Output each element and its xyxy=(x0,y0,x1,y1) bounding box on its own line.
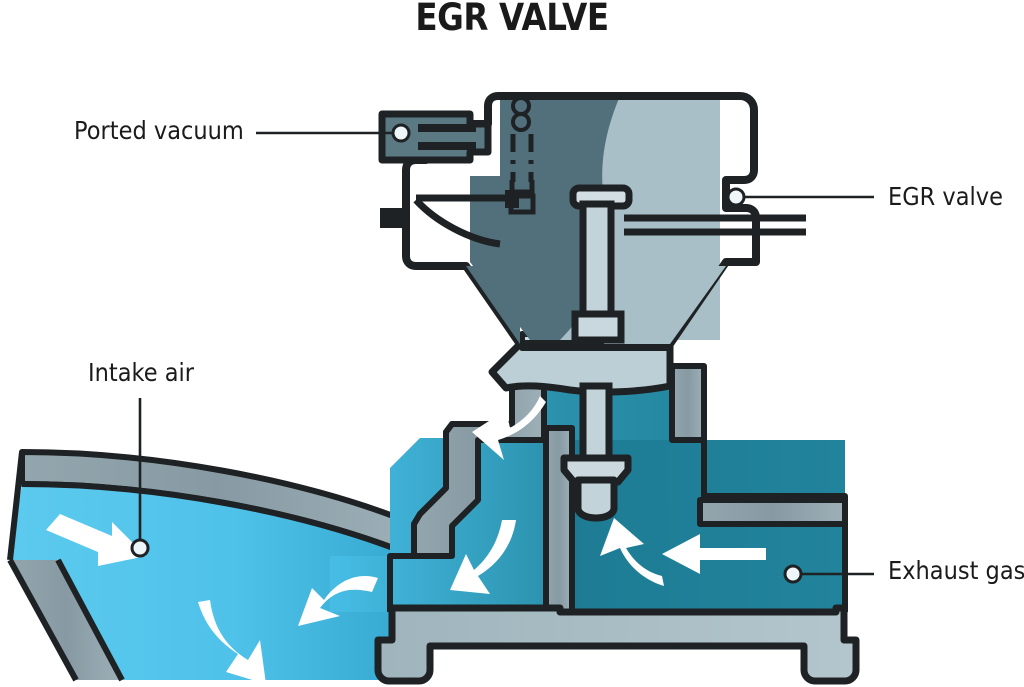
intake-duct-outline-upper xyxy=(21,481,416,559)
exhaust-right-wall xyxy=(669,363,707,443)
vacuum-nipple-rib-top xyxy=(418,124,476,132)
mix-arrow-up-left xyxy=(472,396,546,460)
vacuum-nipple-rib-bottom xyxy=(418,142,476,150)
valve-funnel-light xyxy=(604,266,726,344)
stem-rod-upper xyxy=(579,200,615,320)
valve-funnel-dark xyxy=(416,266,520,344)
mix-arrow-down-left xyxy=(450,520,516,594)
intake-air-channel xyxy=(10,484,414,680)
intake-duct-lower-wall xyxy=(10,560,122,680)
exhaust-arrow-straight xyxy=(662,534,766,574)
gas-cavity-outline xyxy=(387,421,512,612)
spring-coil-bottom xyxy=(511,112,531,132)
marker-ported-vacuum xyxy=(391,123,411,143)
valve-side-stub xyxy=(380,208,410,228)
exhaust-arrow-curved xyxy=(600,518,664,586)
stem-collar xyxy=(571,310,625,344)
stem-rod-lower xyxy=(579,382,613,468)
pintle-seat xyxy=(560,454,632,486)
marker-egr-valve xyxy=(726,187,746,207)
pintle-valve xyxy=(560,454,632,522)
intake-arrow-1 xyxy=(46,514,146,566)
page-title: EGR VALVE xyxy=(415,0,609,39)
spring-detail xyxy=(413,96,536,248)
valve-stem xyxy=(569,184,806,468)
intake-duct xyxy=(7,449,417,682)
callout-label-egr-valve: EGR valve xyxy=(888,182,1003,211)
spring-seat-upper xyxy=(509,180,535,195)
callout-label-intake-air: Intake air xyxy=(88,358,195,387)
marker-intake-air xyxy=(130,538,150,558)
diaphragm-arm-curve xyxy=(413,197,501,248)
intake-duct-left-edge xyxy=(7,451,25,561)
callout-label-ported-vacuum: Ported vacuum xyxy=(74,116,244,145)
callout-leaders xyxy=(130,123,874,584)
exhaust-top-wall xyxy=(697,497,848,527)
exhaust-cavity-outline xyxy=(701,440,848,612)
flow-arrows xyxy=(46,396,766,684)
mounting-base xyxy=(374,604,860,685)
callout-label-exhaust-gas: Exhaust gas xyxy=(888,556,1024,585)
flange-shape xyxy=(488,340,674,396)
intake-arrow-3 xyxy=(298,576,378,626)
intake-arrow-2 xyxy=(198,600,266,684)
mounting-base-shape xyxy=(374,604,860,685)
vacuum-nipple xyxy=(378,110,492,228)
marker-exhaust-gas xyxy=(783,564,803,584)
pintle-head xyxy=(574,476,618,522)
intake-duct-outline-lower-inner xyxy=(7,558,79,682)
intake-duct-outline-lower-outer xyxy=(55,558,125,682)
